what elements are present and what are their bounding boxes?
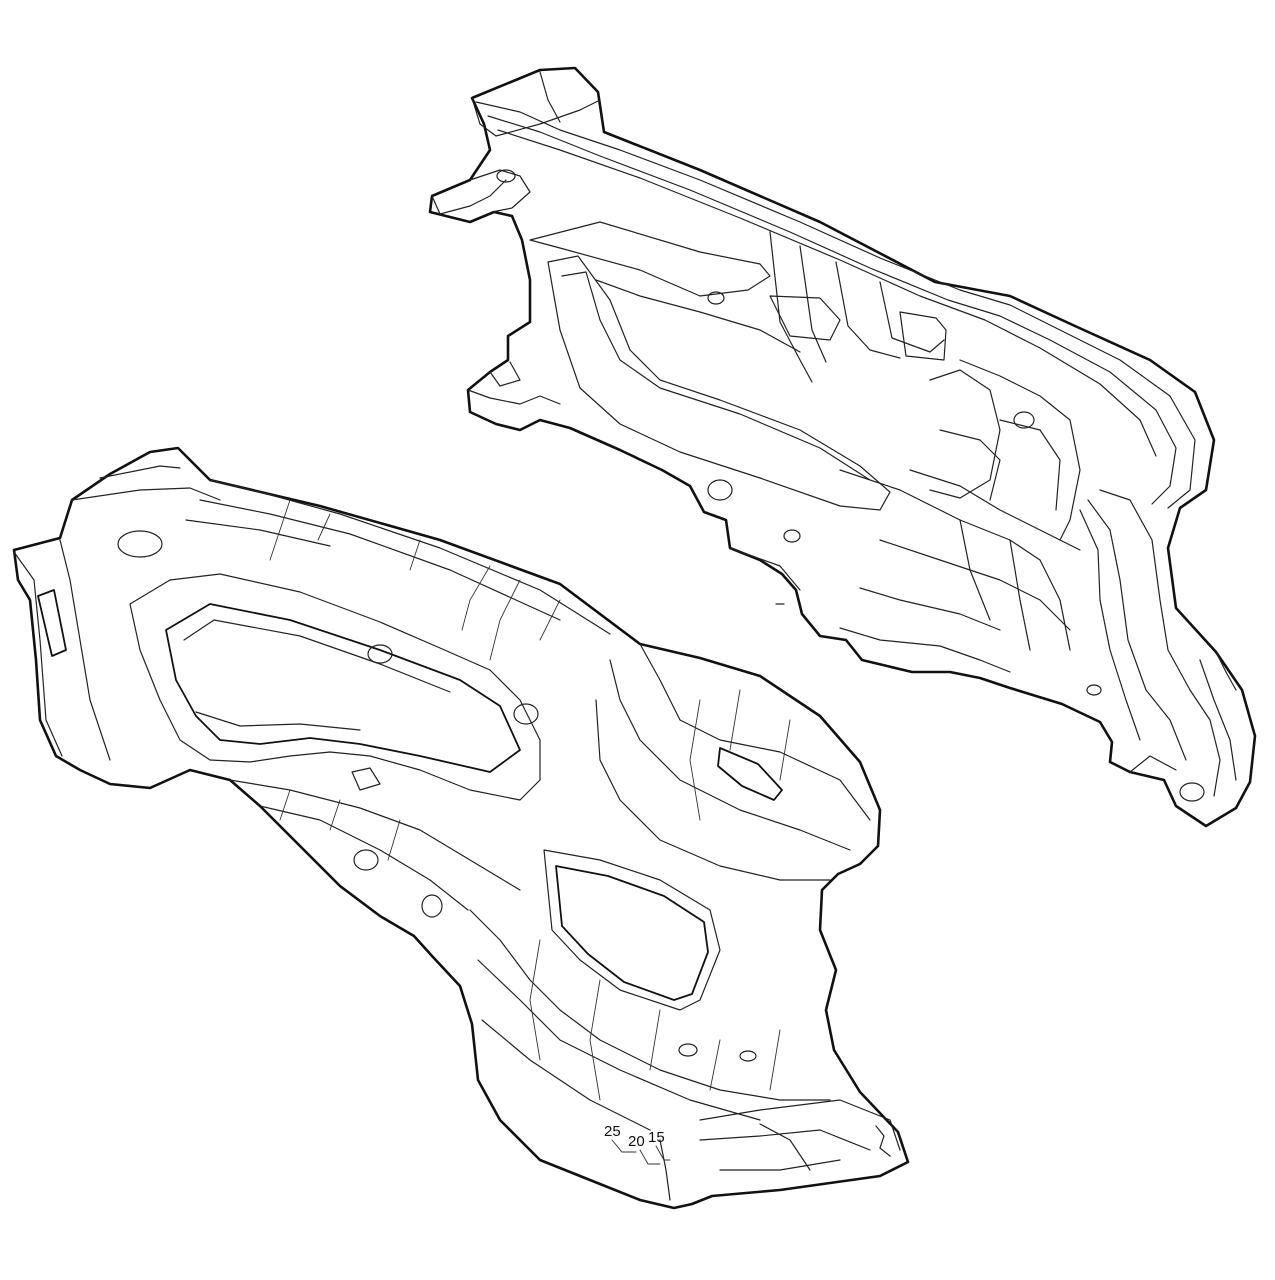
- side-window: [555, 865, 709, 1001]
- vent-slot: [37, 589, 67, 657]
- vent-intake: [717, 747, 783, 801]
- marking-15: 15: [648, 1129, 665, 1146]
- inner-housing-outline: [428, 66, 1257, 828]
- housing-half-outer: 25 20 15: [12, 446, 910, 1210]
- size-markings: 25 20 15: [604, 1123, 671, 1165]
- grip-opening: [165, 603, 521, 773]
- marking-25: 25: [604, 1123, 621, 1140]
- housing-half-inner: [428, 66, 1257, 828]
- outer-housing-outline: [12, 446, 910, 1210]
- marking-20: 20: [628, 1133, 645, 1150]
